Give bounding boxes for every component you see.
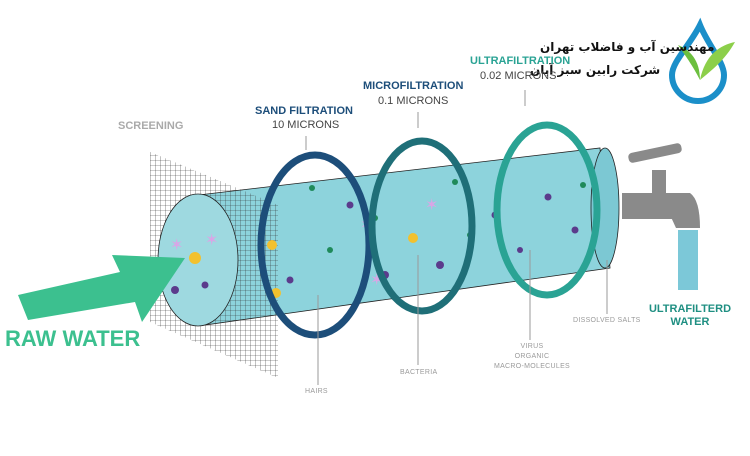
virus-line: VIRUS [520, 343, 544, 350]
hairs-label: HAIRS [305, 388, 328, 395]
ultra-filter-ring [493, 121, 601, 299]
svg-text:✶: ✶ [205, 232, 218, 249]
svg-text:✶: ✶ [170, 237, 183, 254]
pointer-lines [305, 90, 608, 385]
micro-filter-ring [368, 137, 476, 315]
ultrafiltered-water-label: ULTRAFILTERD WATER [645, 303, 735, 329]
bacteria-label: BACTERIA [400, 369, 438, 376]
microfiltration-label: MICROFILTRATION [363, 80, 464, 92]
ultrafiltration-size: 0.02 MICRONS [480, 70, 557, 82]
output-line1: ULTRAFILTERD [648, 303, 732, 315]
output-line2: WATER [670, 316, 710, 328]
faucet-icon [622, 143, 700, 290]
raw-water-arrow [18, 255, 185, 322]
screening-label: SCREENING [118, 120, 184, 132]
sand-filtration-size: 10 MICRONS [272, 119, 340, 131]
sand-filtration-label: SAND FILTRATION [255, 105, 353, 117]
company-name-line1: مهندسين آب و فاضلاب تهران [540, 40, 715, 54]
sand-filter-ring [257, 151, 373, 339]
raw-water-label: RAW WATER [5, 326, 141, 351]
ultrafiltration-label: ULTRAFILTRATION [470, 55, 571, 67]
virus-label: VIRUS ORGANIC MACRO-MOLECULES [492, 342, 572, 372]
microfiltration-size: 0.1 MICRONS [378, 95, 449, 107]
company-name-line2: شركت رابين سبز آبان [530, 63, 661, 77]
organic-line: ORGANIC [514, 353, 550, 360]
pipe-outlet [590, 147, 620, 269]
svg-text:✶: ✶ [425, 197, 438, 214]
macro-molecules-line: MACRO-MOLECULES [493, 363, 571, 370]
company-logo [668, 17, 735, 104]
dissolved-salts-label: DISSOLVED SALTS [573, 317, 641, 324]
